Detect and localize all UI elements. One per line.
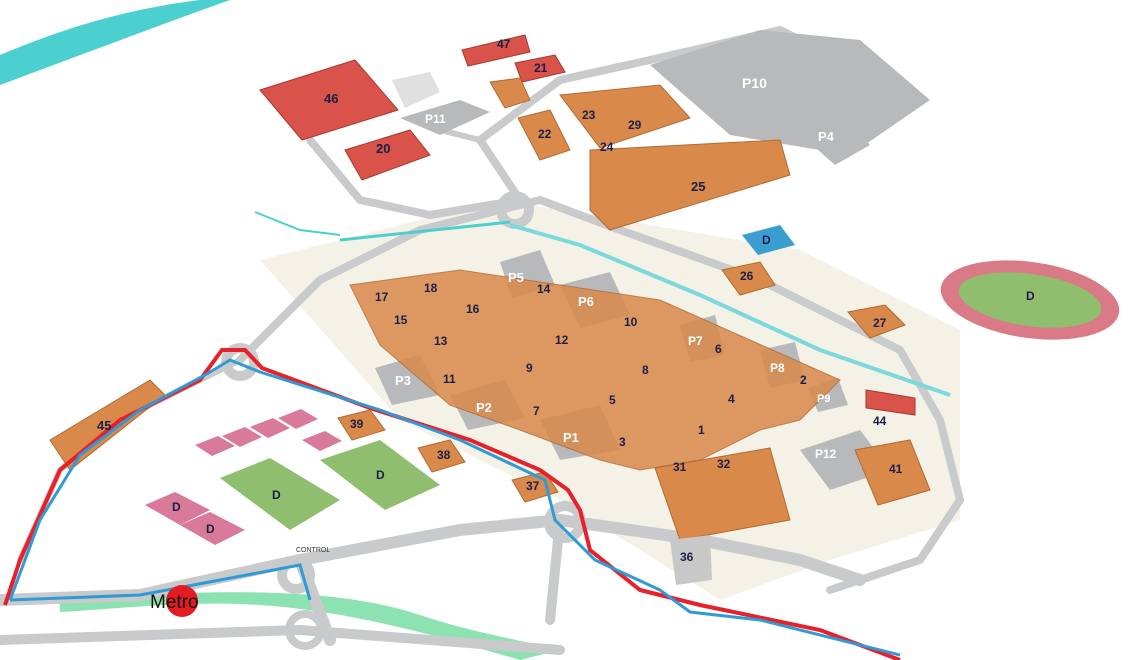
building-label-37[interactable]: 37 xyxy=(526,479,540,493)
building-label-21[interactable]: 21 xyxy=(534,61,548,75)
building-label-46[interactable]: 46 xyxy=(324,91,338,106)
building-label-11[interactable]: 11 xyxy=(443,372,456,386)
building-labels: 47 21 46 23 29 22 24 20 25 26 27 14 18 1… xyxy=(97,37,903,564)
building-label-47[interactable]: 47 xyxy=(497,37,511,51)
sports-label-court-1[interactable]: D xyxy=(172,500,181,514)
building-label-44[interactable]: 44 xyxy=(873,414,887,428)
control-label: CONTROL xyxy=(296,547,330,554)
building-label-18[interactable]: 18 xyxy=(424,281,438,295)
building-label-31[interactable]: 31 xyxy=(673,460,687,474)
parking-label-p9: P9 xyxy=(817,393,830,405)
canal-line-3 xyxy=(509,223,951,397)
building-label-36[interactable]: 36 xyxy=(680,550,694,564)
building-label-38[interactable]: 38 xyxy=(437,448,451,462)
building-label-32[interactable]: 32 xyxy=(717,457,731,471)
parking-label-p6: P6 xyxy=(578,294,594,309)
parking-label-p1: P1 xyxy=(563,430,579,445)
building-label-3[interactable]: 3 xyxy=(619,435,626,449)
building-label-29[interactable]: 29 xyxy=(628,118,642,132)
parking-p10 xyxy=(650,30,930,155)
sports-label-track[interactable]: D xyxy=(1026,289,1035,303)
building-label-39[interactable]: 39 xyxy=(350,417,364,431)
building-label-9[interactable]: 9 xyxy=(526,361,533,375)
sports-label-court-2[interactable]: D xyxy=(206,522,215,536)
building-label-2[interactable]: 2 xyxy=(800,373,807,387)
building-label-24[interactable]: 24 xyxy=(600,140,614,154)
courts xyxy=(145,409,342,545)
building-label-15[interactable]: 15 xyxy=(394,313,408,327)
building-label-12[interactable]: 12 xyxy=(555,333,569,347)
sports-label-field-1[interactable]: D xyxy=(272,488,281,502)
sports-labels: D D D D D D xyxy=(172,233,1035,536)
building-label-4[interactable]: 4 xyxy=(728,392,735,406)
building-label-41[interactable]: 41 xyxy=(889,462,903,476)
buildings xyxy=(49,34,931,585)
parking-p4 xyxy=(790,108,870,165)
building-label-26[interactable]: 26 xyxy=(740,269,754,283)
sports-label-field-2[interactable]: D xyxy=(376,468,385,482)
building-label-20[interactable]: 20 xyxy=(376,141,390,156)
metro-label: Metro xyxy=(150,592,199,613)
building-label-6[interactable]: 6 xyxy=(715,342,722,356)
parking-label-p10: P10 xyxy=(742,75,767,91)
building-label-8[interactable]: 8 xyxy=(642,363,649,377)
building-label-10[interactable]: 10 xyxy=(624,315,638,329)
building-label-1[interactable]: 1 xyxy=(698,423,705,437)
building-label-13[interactable]: 13 xyxy=(434,334,448,348)
parking-label-p4: P4 xyxy=(818,129,835,144)
building-label-23[interactable]: 23 xyxy=(582,108,596,122)
building-label-5[interactable]: 5 xyxy=(609,393,616,407)
building-label-22[interactable]: 22 xyxy=(538,127,552,141)
route-blue xyxy=(8,358,901,657)
canal-line-2 xyxy=(339,220,511,242)
building-label-16[interactable]: 16 xyxy=(466,302,480,316)
metro-icon[interactable] xyxy=(166,585,198,617)
parking-p11 xyxy=(400,100,490,135)
building-label-7[interactable]: 7 xyxy=(533,404,540,418)
building-label-25[interactable]: 25 xyxy=(691,179,705,194)
building-label-14[interactable]: 14 xyxy=(537,282,551,296)
parking-label-p5: P5 xyxy=(508,270,524,285)
parking-label-p11: P11 xyxy=(425,112,446,126)
building-label-27[interactable]: 27 xyxy=(873,316,887,330)
sports-track xyxy=(940,260,1120,340)
sports-label-pool[interactable]: D xyxy=(762,233,771,247)
green-strip xyxy=(0,610,1134,660)
building-label-17[interactable]: 17 xyxy=(375,290,389,304)
parking-label-p7: P7 xyxy=(688,334,703,348)
parking-label-p2: P2 xyxy=(476,400,492,415)
parking-label-p3: P3 xyxy=(395,373,411,388)
parking-label-p12: P12 xyxy=(815,447,837,461)
canal-line xyxy=(254,211,341,236)
field-1 xyxy=(220,458,340,530)
building-label-45[interactable]: 45 xyxy=(97,418,111,433)
field-2 xyxy=(320,440,440,510)
river xyxy=(0,0,230,85)
pool-d xyxy=(742,225,795,255)
parking-label-p8: P8 xyxy=(770,361,785,375)
